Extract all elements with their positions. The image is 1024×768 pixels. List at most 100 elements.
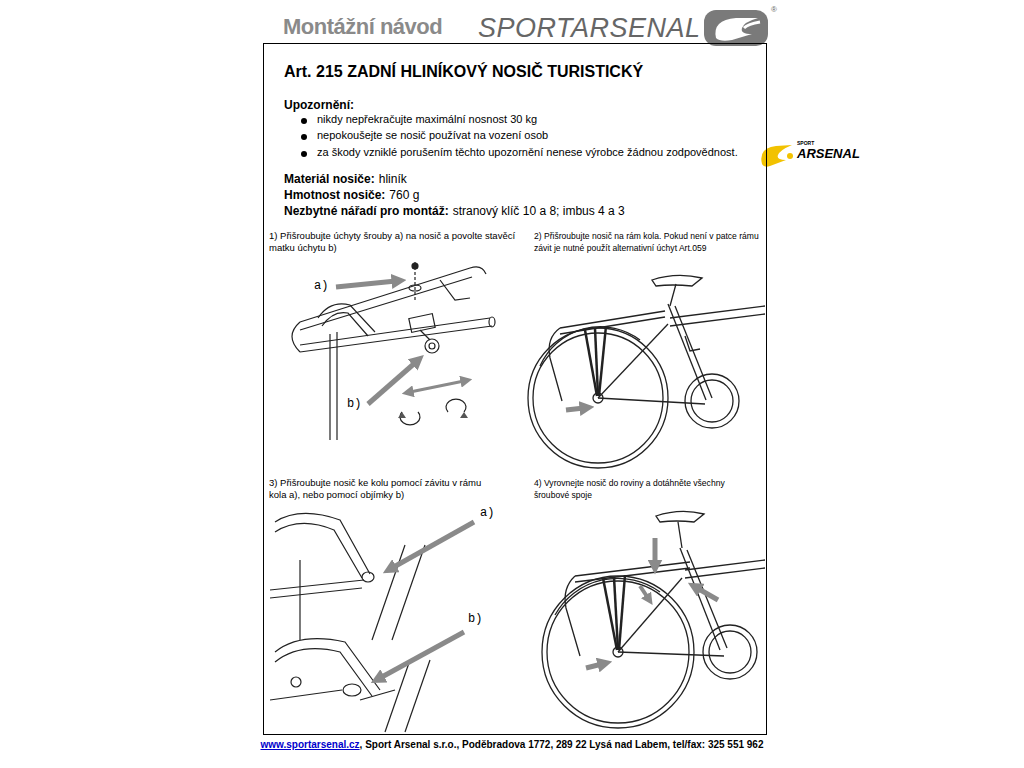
rack-closeup-drawing-part [489,317,495,327]
bicycle-drawing-part [670,314,765,326]
spec-value: stranový klíč 10 a 8; imbus 4 a 3 [453,204,625,219]
bicycle-drawing-part [668,304,706,400]
bicycle-drawing-part [595,328,598,396]
pointer-arrow-part [336,281,396,287]
mount-closeup-drawing-part [291,677,301,687]
pointer-arrow [586,538,718,668]
bicycle-drawing-part [619,575,625,650]
bicycle-drawing-part [560,317,665,334]
registered-mark: ® [771,5,777,15]
rack-closeup-drawing-part [292,322,300,352]
pointer-arrow [566,408,584,410]
warning-item: nikdy nepřekračujte maximální nosnost 30… [317,113,537,127]
mount-closeup-drawing-part [362,572,374,582]
logo-icon-part [704,10,768,46]
step-caption: 1) Přišroubujte úchyty šrouby a) na nosi… [269,230,519,254]
brand-logo-text: SPORTARSENAL [478,12,701,46]
callout-letter: b) [347,397,361,412]
bicycle-drawing-part [614,577,618,650]
page-title: Montážní návod [283,13,442,41]
spec-label: Hmotnost nosiče: [284,188,385,203]
warning-item: za škody vzniklé porušením těchto upozor… [317,146,738,160]
rack-closeup-drawing-part [318,304,375,332]
bicycle-drawing-part [703,625,757,679]
spec-value: hliník [379,172,407,187]
mount-closeup-drawing-part [405,660,430,732]
pointer-arrow-part [410,381,464,392]
mount-closeup-drawing-part [270,690,342,700]
bicycle-drawing-part [685,336,700,351]
callout-letter: a) [480,506,494,521]
pointer-arrow-part [398,412,406,418]
bicycle-drawing-part [675,306,712,398]
rack-closeup-drawing [292,262,495,440]
pointer-arrow-part [368,362,416,404]
bicycle-drawing-part [709,631,751,673]
logo-icon-part [715,18,758,41]
footer-link: www.sportarsenal.cz [260,739,359,752]
rack-closeup-drawing-part [300,326,492,352]
pointer-arrow-part [392,522,474,568]
bicycle-drawing [528,275,765,468]
rack-closeup-drawing-part [300,267,486,322]
spec-label: Materiál nosiče: [284,172,375,187]
pointer-arrow-part [460,412,468,418]
footer-address: , Sport Arsenal s.r.o., Poděbradova 1772… [360,739,764,752]
bicycle-drawing-part [598,398,705,404]
mount-closeup-drawing-part [360,690,395,700]
mount-closeup-drawing-part [275,523,362,578]
article-heading: Art. 215 ZADNÍ HLINÍKOVÝ NOSIČ TURISTICK… [284,62,643,82]
rack-closeup-drawing-part [420,330,430,340]
rack-closeup-drawing-part [409,285,421,291]
bicycle-drawing-part [599,326,606,396]
spec-value: 760 g [389,188,419,203]
mount-closeup-drawing-part [299,560,300,640]
bullet-dot [301,134,307,140]
brand-logo-text: SPORT [797,140,814,146]
pointer-arrow-part [380,632,464,678]
rack-closeup-drawing-part [409,314,435,333]
bicycle-drawing-part [618,578,682,652]
bicycle-drawing-part [565,576,580,656]
brand-logo-text: ARSENAL [797,146,860,162]
bicycle-drawing-part [680,548,720,650]
logo-icon-part [744,22,760,28]
bicycle-drawing-part [618,652,724,656]
callout-letter: a) [314,279,328,294]
bicycle-drawing-part [685,560,765,570]
rack-closeup-drawing-part [412,263,418,269]
pointer-arrow [336,281,468,418]
step-caption: 4) Vyrovnejte nosič do roviny a dotáhnět… [534,477,762,501]
pointer-arrow-part [653,538,658,564]
bicycle-drawing-part [598,324,668,398]
footer-row: www.sportarsenal.cz, Sport Arsenal s.r.o… [0,739,1024,752]
small-logo-icon-part [787,153,793,159]
warning-item: nepokoušejte se nosič používat na vození… [317,129,548,143]
pointer-arrow [380,522,474,678]
mount-closeup-drawing-part [275,513,370,574]
rack-closeup-drawing-part [446,399,466,412]
small-logo-icon-part [761,145,792,167]
bicycle-drawing-part [549,328,562,401]
warning-heading: Upozornění: [284,98,354,113]
bicycle-drawing-part [678,522,682,548]
mount-closeup-drawing-part [270,580,364,590]
bicycle-drawing-part [656,511,704,522]
rack-closeup-drawing-part [425,339,439,353]
step-caption: 3) Přišroubujte nosič ke kolu pomocí záv… [269,477,489,501]
step-caption: 2) Přišroubujte nosič na rám kola. Pokud… [534,230,762,254]
bicycle-drawing-part [685,568,765,578]
rack-closeup-drawing-part [429,343,435,349]
bicycle-drawing-part [603,578,617,650]
bicycle-drawing-part [575,568,690,582]
bicycle-drawing [542,511,765,728]
mount-closeup-drawing-part [372,545,405,640]
bicycle-drawing-part [685,374,739,428]
mount-closeup-drawing [270,513,430,732]
bicycle-drawing-part [575,562,690,576]
rack-closeup-drawing-part [300,318,490,345]
mount-closeup-drawing-part [275,639,380,690]
bicycle-drawing-part [670,284,676,306]
pointer-arrow-part [640,586,648,598]
